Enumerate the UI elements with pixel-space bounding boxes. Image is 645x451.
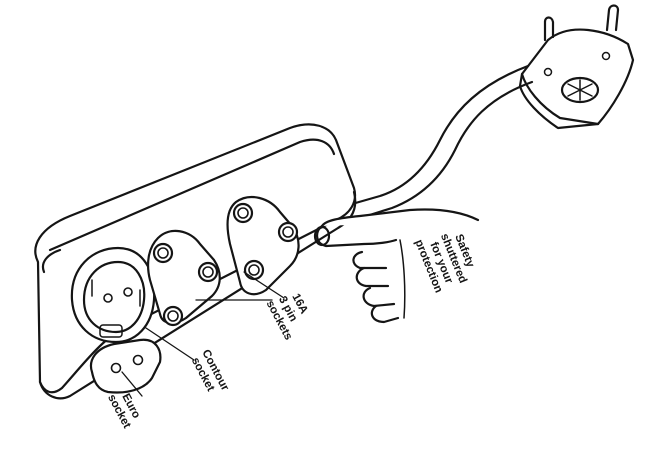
plug-pin-left — [543, 16, 555, 42]
euro-socket — [89, 338, 162, 394]
contour-leader — [145, 327, 195, 361]
euro-leader — [121, 371, 143, 397]
label-safety-shuttered: Safety shuttered for your protection — [412, 232, 476, 295]
plug-pin-right — [605, 4, 620, 32]
label-16a-sockets: 16A 3 pin sockets — [264, 292, 310, 342]
label-contour-socket: Contour socket — [189, 348, 231, 394]
plug-head — [518, 28, 635, 130]
contour-socket — [70, 246, 156, 344]
power-cable — [350, 64, 534, 220]
finger — [313, 208, 480, 324]
leader-lines — [121, 271, 285, 397]
plug-center-icon — [560, 76, 600, 104]
pin16-leader-2 — [243, 271, 285, 299]
three-pin-socket-2 — [226, 195, 300, 296]
